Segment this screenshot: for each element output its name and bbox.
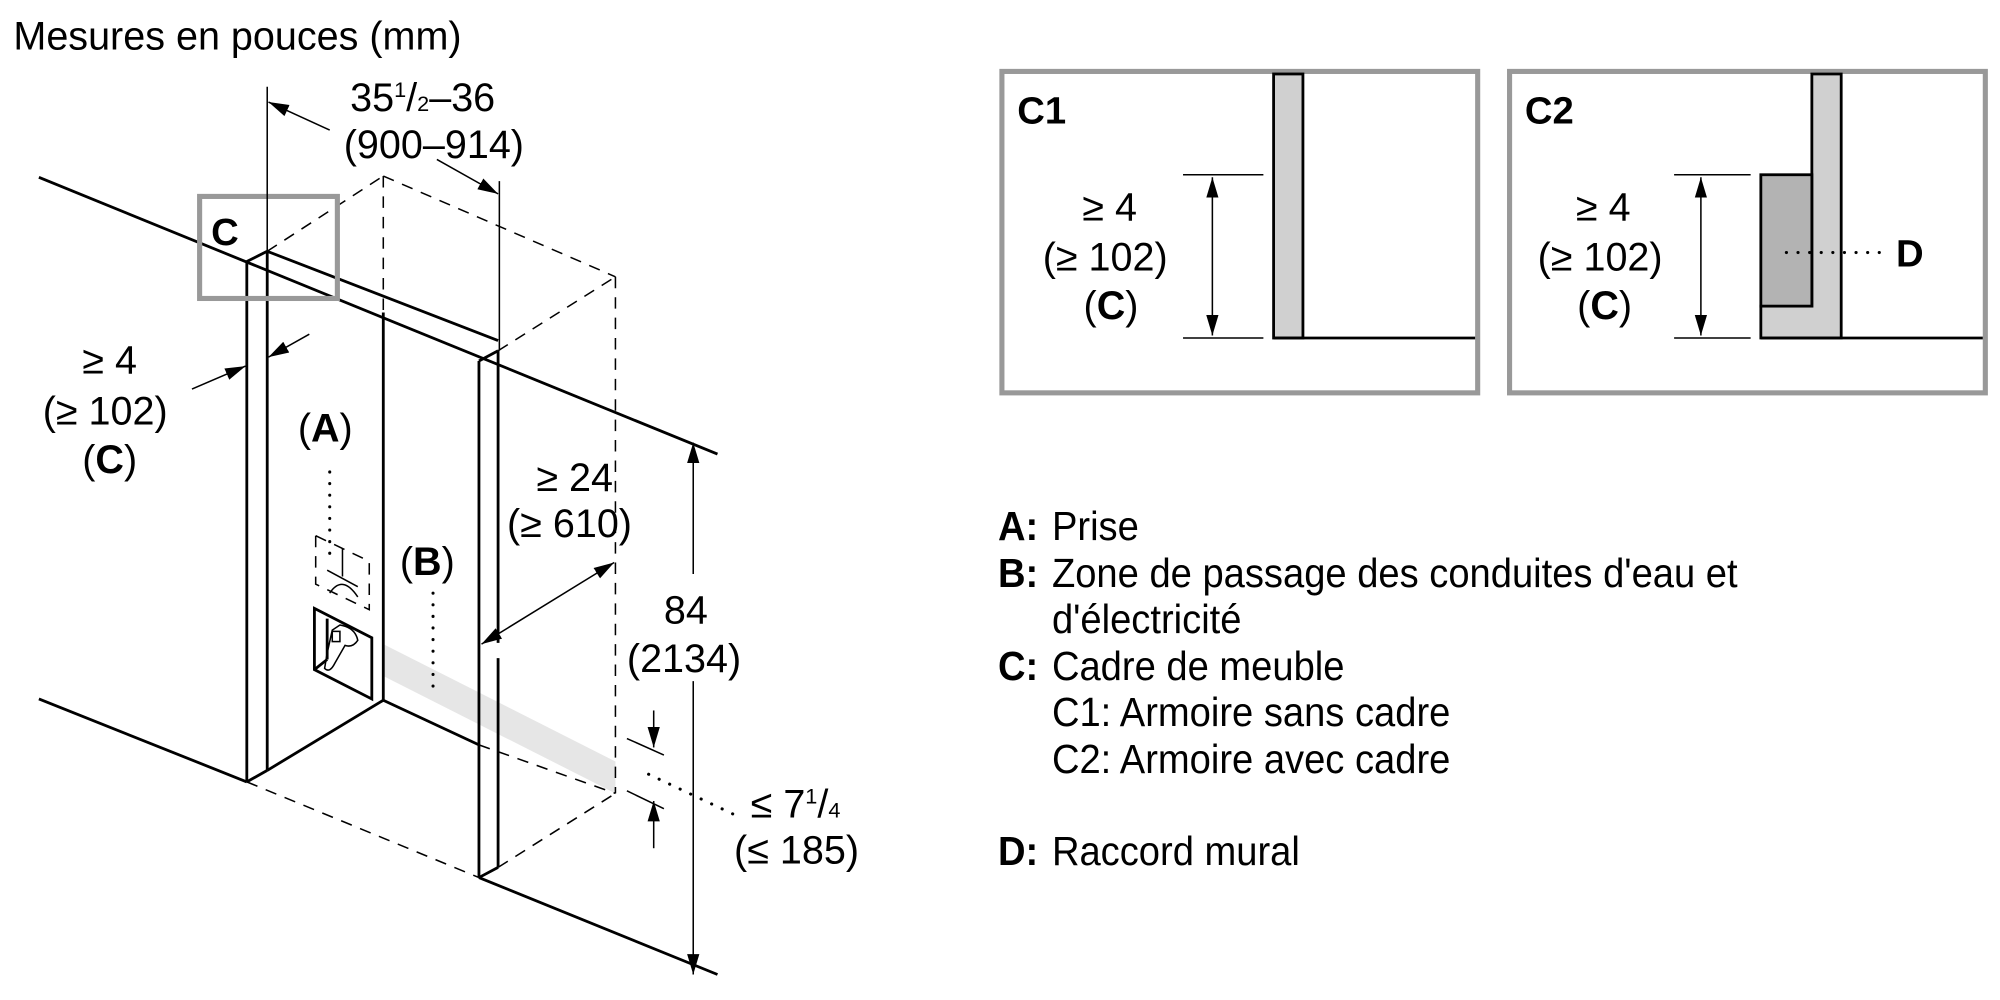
legend: A: Prise B: Zone de passage des conduite… [998, 503, 1738, 875]
depth-arrow [481, 561, 615, 645]
frame-dim-ref: (C) [82, 438, 137, 482]
frame-dim-inches: ≥ 4 [82, 339, 137, 383]
detail-c2-label: C2 [1525, 90, 1574, 133]
zone-dim-mm: (≤ 185) [734, 829, 859, 873]
detail-marker-c: C [211, 211, 239, 254]
detail-marker-c-box [197, 193, 340, 302]
right-panel-top [478, 349, 499, 363]
c1-dim-ref: (C) [1084, 284, 1139, 328]
c2-dim-ref: (C) [1577, 284, 1632, 328]
label-a: (A) [298, 406, 353, 450]
legend-item-a: A: Prise [998, 503, 1738, 550]
legend-item-c: C: Cadre de meuble [998, 643, 1738, 690]
frame-dim-mm: (≥ 102) [43, 390, 168, 434]
left-panel-top [246, 250, 268, 263]
legend-subitem-c1: C1: Armoire sans cadre [1051, 689, 1451, 735]
legend-text: Prise [1051, 503, 1139, 549]
envelope-floor-right [497, 792, 616, 868]
zone-leader [647, 772, 740, 818]
page-title: Mesures en pouces (mm) [13, 15, 461, 59]
detail-c2: C2 ≥ 4 (≥ 102) (C) D [1507, 68, 1988, 396]
depth-dim-inches: ≥ 24 [536, 456, 613, 500]
left-panel-top-edge [266, 249, 499, 342]
c1-dim-inches: ≥ 4 [1082, 186, 1137, 230]
height-dim-mm: (2134) [627, 637, 741, 681]
floor-inner-left [266, 699, 385, 772]
label-b: (B) [400, 540, 455, 584]
floor-inner-back [382, 698, 480, 747]
envelope-top-right [497, 276, 616, 352]
legend-text: Cadre de meuble [1051, 642, 1345, 689]
left-panel-bottom [246, 769, 268, 784]
envelope-floor-left [246, 781, 480, 879]
legend-spacer [998, 782, 1738, 828]
c2-dim-inches: ≥ 4 [1576, 186, 1631, 230]
legend-key: D: [998, 828, 1039, 874]
c1-dim-mm: (≥ 102) [1043, 235, 1168, 279]
detail-c1-frame [999, 68, 1481, 396]
c2-callout-d: D [1896, 233, 1924, 276]
legend-item-d: D: Raccord mural [998, 828, 1738, 875]
floor-edge-right [478, 876, 719, 976]
detail-c1-label: C1 [1017, 90, 1066, 133]
legend-item-b: B: Zone de passage des conduites d'eau e… [998, 550, 1738, 597]
detail-c1: C1 ≥ 4 (≥ 102) (C) [999, 68, 1481, 396]
legend-key: A: [998, 503, 1039, 549]
water-valve-icon [313, 606, 374, 702]
c1-side-panel [1272, 72, 1305, 340]
envelope-floor-back [478, 744, 616, 795]
frame-arrow-right [268, 333, 310, 358]
zone-dim-inches: ≤ 71/4 [751, 783, 841, 827]
c2-wall-connector [1759, 173, 1814, 308]
envelope-top-left [266, 175, 384, 252]
width-arrow-left [268, 101, 331, 131]
width-arrow-right [436, 158, 499, 195]
legend-text: Raccord mural [1051, 828, 1300, 874]
zone-ext-bottom [626, 790, 665, 810]
height-dim-inches: 84 [664, 589, 708, 633]
outlet-icon [314, 534, 371, 611]
c2-dim-mm: (≥ 102) [1538, 235, 1663, 279]
depth-dim-mm: (≥ 610) [507, 502, 632, 546]
frame-arrow-left [191, 365, 246, 390]
wall-top-edge [38, 175, 719, 456]
width-dimension-inches: 351/2–36 [350, 76, 495, 120]
legend-text-continued: d'électricité [1051, 596, 1242, 642]
legend-key: B: [998, 549, 1039, 596]
right-panel-bottom [478, 866, 499, 879]
zone-ext-top [626, 737, 665, 756]
legend-text: Zone de passage des conduites d'eau et [1051, 549, 1738, 596]
main-isometric-drawing: C 351/2–36 (900–914) ≥ 4 (≥ 102) (C) (A)… [38, 76, 859, 976]
floor-edge-left [38, 697, 248, 784]
legend-subitem-c2: C2: Armoire avec cadre [1051, 735, 1451, 782]
legend-key: C: [998, 642, 1039, 689]
width-dimension-mm: (900–914) [344, 123, 524, 167]
